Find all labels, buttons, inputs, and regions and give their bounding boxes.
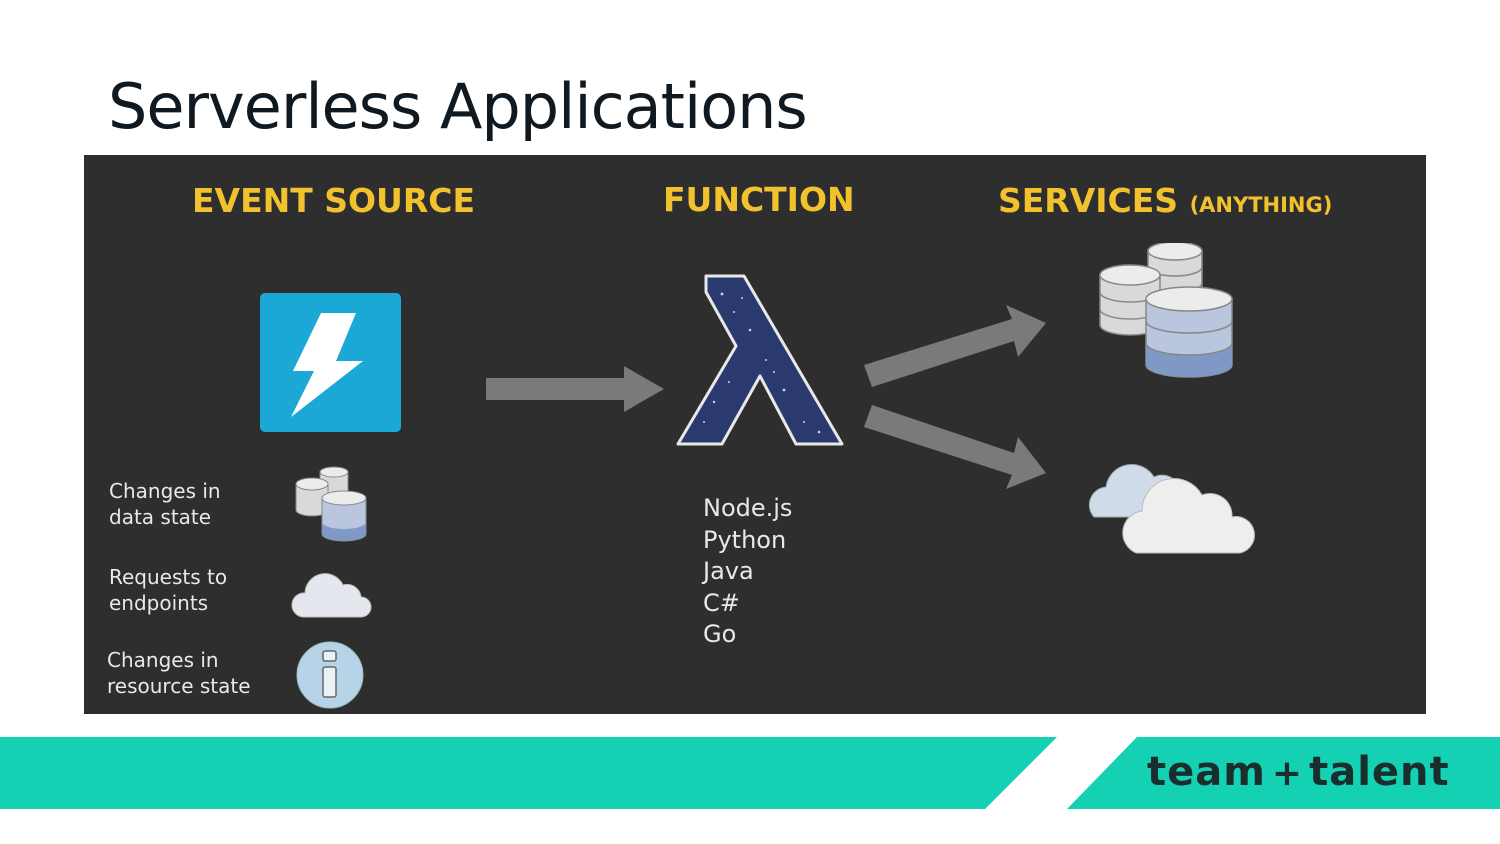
label-line: Changes in [109, 479, 221, 503]
brand-logo: team+talent [1147, 749, 1450, 795]
label-line: endpoints [109, 591, 209, 615]
services-cloud-icon [1088, 464, 1255, 554]
brand-left: team [1147, 749, 1266, 795]
brand-mark: + [1271, 753, 1304, 794]
function-heading: FUNCTION [663, 180, 855, 219]
services-heading: SERVICES (ANYTHING) [998, 181, 1332, 220]
arrow-to-cloud-icon [864, 405, 1046, 489]
label-line: Changes in [107, 648, 219, 672]
arrow-to-database-icon [864, 305, 1046, 387]
runtime-item: Python [703, 525, 787, 554]
runtime-item: Java [703, 557, 754, 585]
diagram-panel: EVENT SOURCE FUNCTION SERVICES (ANYTHING… [84, 155, 1426, 714]
services-heading-label: SERVICES [998, 181, 1179, 220]
info-icon [296, 641, 364, 709]
brand-right: talent [1309, 749, 1450, 795]
event-source-label-data-state: Changes in data state [109, 478, 279, 530]
event-source-label-resource-state: Changes in resource state [107, 647, 277, 699]
event-source-label-endpoints: Requests to endpoints [109, 564, 279, 616]
event-trigger-icon [260, 293, 401, 432]
lambda-icon [676, 274, 844, 446]
label-line: data state [109, 505, 212, 529]
event-source-heading: EVENT SOURCE [192, 181, 476, 220]
runtime-item: C# [703, 588, 740, 617]
services-heading-note: (ANYTHING) [1189, 193, 1333, 217]
database-icon [295, 466, 367, 542]
slide-title: Serverless Applications [108, 70, 808, 143]
footer-band [0, 737, 1500, 809]
cloud-icon [291, 573, 372, 618]
arrow-to-function-icon [486, 366, 664, 412]
label-line: resource state [107, 674, 251, 698]
runtime-list: Node.js Python Java C# Go [703, 493, 792, 651]
label-line: Requests to [109, 565, 228, 589]
services-database-icon [1099, 243, 1233, 378]
runtime-item: Node.js [703, 494, 793, 522]
runtime-item: Go [703, 620, 737, 648]
